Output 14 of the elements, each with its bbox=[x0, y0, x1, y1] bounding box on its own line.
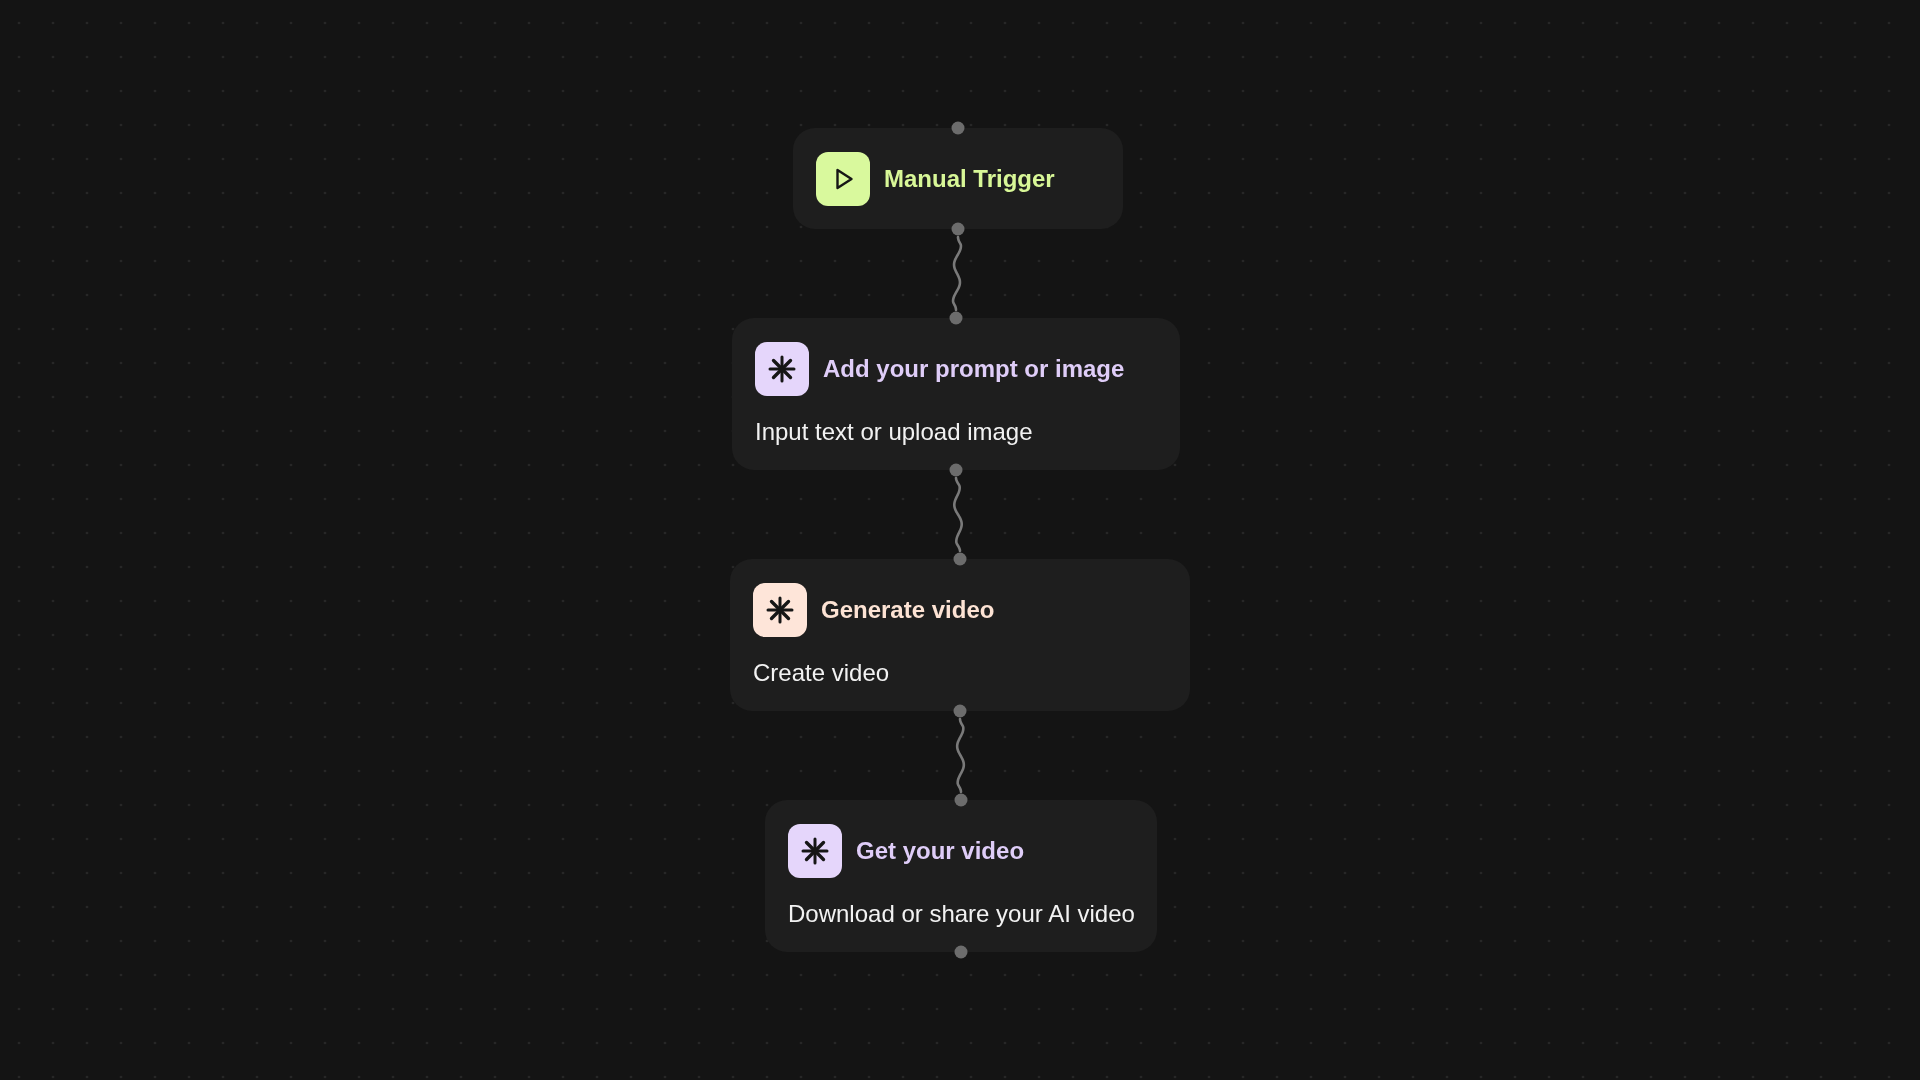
node-title: Get your video bbox=[856, 837, 1025, 865]
node-title: Generate video bbox=[821, 596, 995, 624]
process-card bbox=[765, 800, 1157, 952]
wavy-connector bbox=[955, 717, 966, 794]
process-card bbox=[730, 559, 1190, 711]
node-title: Add your prompt or image bbox=[823, 355, 1125, 383]
process-card bbox=[793, 128, 1123, 229]
node-description: Create video bbox=[753, 659, 890, 687]
wavy-connector bbox=[951, 235, 963, 312]
wavy-connector bbox=[953, 476, 963, 553]
node-title: Manual Trigger bbox=[884, 164, 1055, 193]
process-card bbox=[732, 318, 1180, 470]
node-description: Input text or upload image bbox=[755, 418, 1033, 446]
node-description: Download or share your AI video bbox=[788, 900, 1135, 928]
